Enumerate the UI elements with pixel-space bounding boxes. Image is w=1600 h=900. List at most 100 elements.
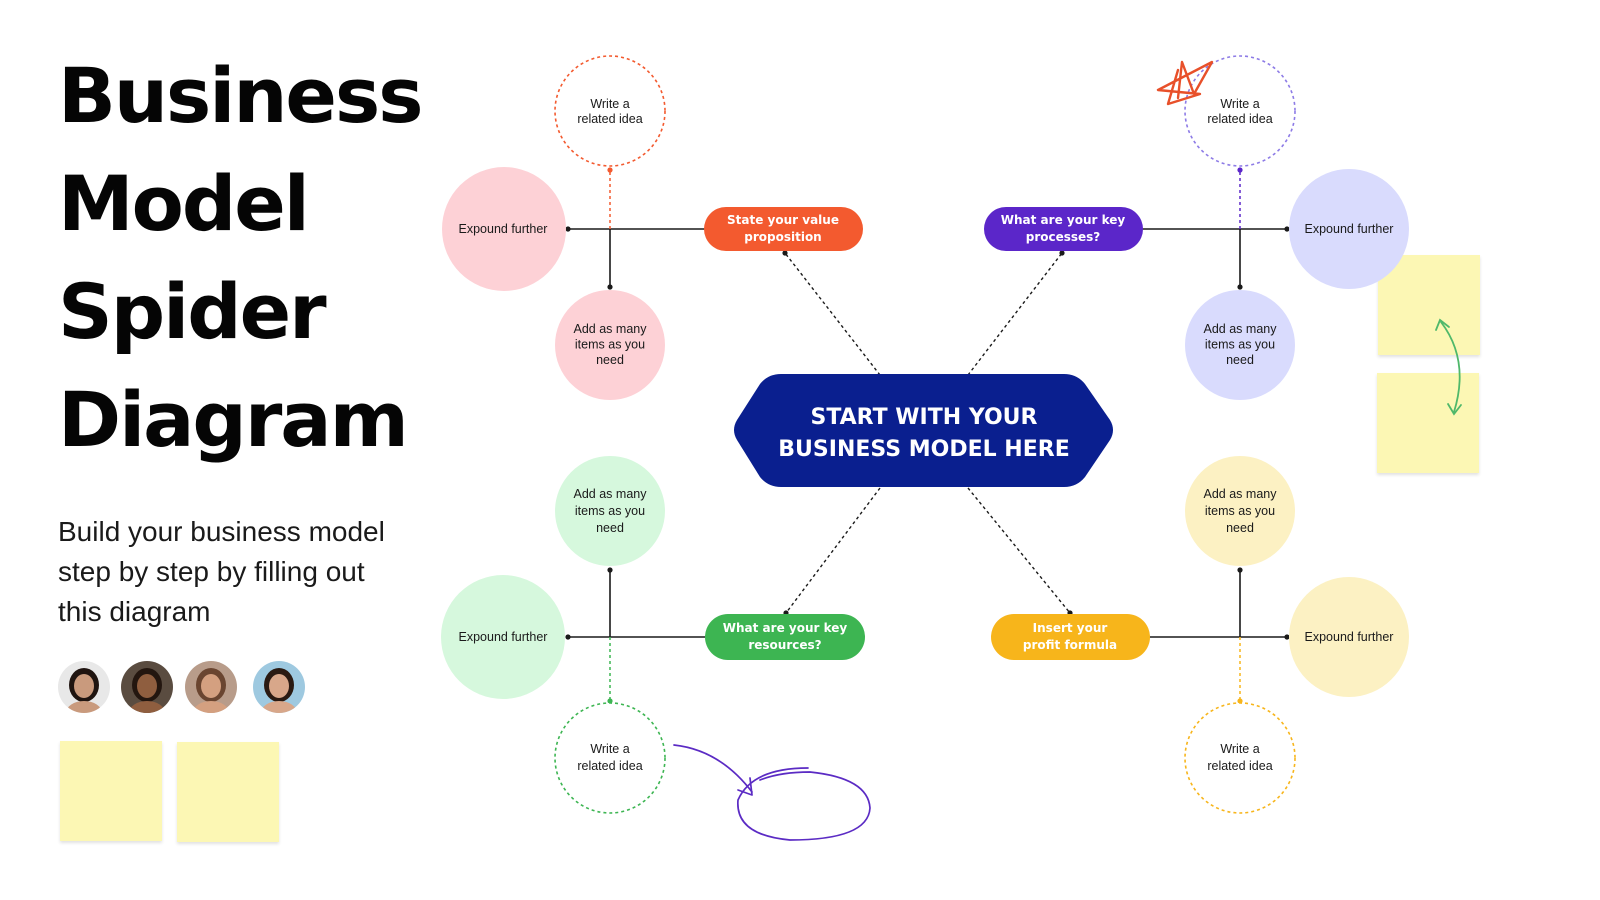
pill-key-resources[interactable] — [705, 614, 865, 660]
branch-profit-formula: Add as many items as you need Expound furt… — [991, 456, 1409, 814]
add-items-circle[interactable] — [1185, 290, 1295, 400]
pill-text: Insert your — [1033, 621, 1108, 635]
connector-dot — [565, 226, 571, 232]
center-hexagon[interactable] — [734, 374, 1113, 487]
pill-text: resources? — [748, 638, 821, 652]
idea-text: related idea — [577, 759, 642, 773]
add-items-text: Add as many — [1204, 487, 1278, 501]
sticky-note-4[interactable] — [1377, 373, 1479, 473]
connector-dot — [1059, 250, 1065, 256]
pill-text: What are your key — [723, 621, 848, 635]
add-items-text: items as you — [575, 338, 645, 352]
pill-text: proposition — [744, 230, 821, 244]
pill-key-processes[interactable] — [984, 207, 1143, 251]
center-node[interactable]: START WITH YOUR BUSINESS MODEL HERE — [734, 374, 1113, 487]
connector-dot — [1284, 226, 1290, 232]
add-items-text: Add as many — [574, 487, 648, 501]
star-doodle-icon — [1156, 60, 1214, 106]
pill-text: processes? — [1026, 230, 1101, 244]
add-items-text: need — [596, 353, 624, 367]
spoke-key-resources — [785, 487, 881, 614]
add-items-text: items as you — [575, 504, 645, 518]
title-line-2: Model — [58, 159, 310, 248]
center-text: START WITH YOUR — [811, 405, 1038, 430]
avatar-3[interactable] — [185, 661, 237, 713]
idea-text: related idea — [1207, 759, 1272, 773]
pill-profit-formula[interactable] — [991, 614, 1150, 660]
expound-circle[interactable] — [442, 167, 566, 291]
idea-text: Write a — [1220, 742, 1259, 756]
pill-text: What are your key — [1001, 213, 1126, 227]
add-items-text: items as you — [1205, 338, 1275, 352]
spoke-profit-formula — [967, 487, 1071, 614]
pill-text: profit formula — [1023, 638, 1117, 652]
avatar-4[interactable] — [253, 661, 305, 713]
expound-circle[interactable] — [1289, 169, 1409, 289]
subtitle: Build your business model step by step b… — [58, 516, 385, 627]
expound-text: Expound further — [1305, 630, 1394, 644]
connector-dot — [607, 284, 613, 290]
connector-dot — [1237, 567, 1243, 573]
scribble-arrow-icon — [673, 744, 871, 841]
spoke-key-processes — [967, 252, 1063, 376]
expound-text: Expound further — [1305, 222, 1394, 236]
add-items-text: need — [1226, 353, 1254, 367]
pill-value-proposition[interactable] — [704, 207, 863, 251]
expound-text: Expound further — [459, 630, 548, 644]
idea-text: Write a — [590, 97, 629, 111]
title-line-4: Diagram — [58, 375, 409, 464]
connector-dot — [1284, 634, 1290, 640]
add-items-circle[interactable] — [1185, 456, 1295, 566]
connector-dot — [607, 567, 613, 573]
sticky-note-1[interactable] — [60, 741, 162, 841]
connector-dot — [1237, 284, 1243, 290]
idea-circle[interactable] — [1184, 702, 1296, 814]
pill-text: State your value — [727, 213, 839, 227]
idea-text: Write a — [1220, 97, 1259, 111]
expound-circle[interactable] — [441, 575, 565, 699]
title-line-1: Business — [58, 51, 423, 140]
connector-dot — [782, 250, 788, 256]
idea-circle[interactable] — [554, 702, 666, 814]
expound-circle[interactable] — [1289, 577, 1409, 697]
add-items-text: items as you — [1205, 504, 1275, 518]
connector-dot — [565, 634, 571, 640]
avatar-1[interactable] — [58, 661, 110, 713]
idea-text: Write a — [590, 742, 629, 756]
add-items-text: Add as many — [1204, 322, 1278, 336]
idea-circle[interactable] — [1184, 55, 1296, 167]
swap-arrow-icon — [1435, 318, 1462, 416]
add-items-text: need — [1226, 521, 1254, 535]
add-items-text: Add as many — [574, 322, 648, 336]
add-items-circle[interactable] — [555, 456, 665, 566]
sticky-note-3[interactable] — [1378, 255, 1480, 355]
add-items-text: need — [596, 521, 624, 535]
idea-text: related idea — [1207, 112, 1272, 126]
title-line-3: Spider — [58, 267, 327, 356]
center-spokes — [784, 252, 1071, 614]
add-items-circle[interactable] — [555, 290, 665, 400]
avatar-2[interactable] — [121, 661, 173, 713]
sticky-note-2[interactable] — [177, 742, 279, 842]
spoke-value-proposition — [784, 252, 881, 376]
connector-dot — [1237, 167, 1243, 173]
connector-dot — [607, 167, 613, 173]
expound-text: Expound further — [459, 222, 548, 236]
center-text: BUSINESS MODEL HERE — [778, 437, 1069, 462]
branch-key-resources: Add as many items as you need Expound furt… — [441, 456, 865, 814]
idea-circle[interactable] — [554, 55, 666, 167]
